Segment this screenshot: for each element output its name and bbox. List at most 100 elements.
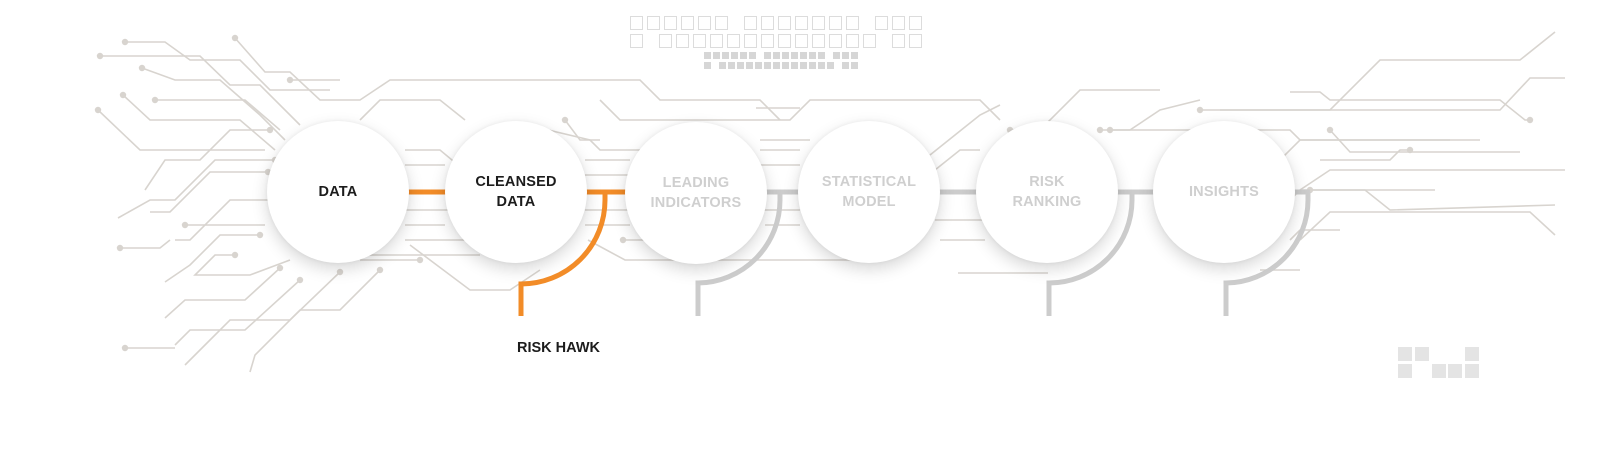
- circuit-trace: [97, 109, 265, 151]
- glyph-box: [875, 16, 888, 30]
- circuit-node-dot: [231, 34, 239, 42]
- circuit-trace: [122, 94, 276, 151]
- circuit-trace: [1260, 139, 1480, 161]
- glyph-box: [778, 16, 791, 30]
- circuit-trace: [175, 199, 275, 241]
- circuit-trace: [1299, 211, 1556, 241]
- pipeline-connector: [1223, 192, 1311, 316]
- glyph-box: [647, 16, 660, 30]
- circuit-trace: [1320, 149, 1410, 161]
- node-label: STATISTICAL MODEL: [821, 174, 917, 210]
- circuit-node-dot: [561, 116, 569, 124]
- glyph-box: [778, 34, 791, 48]
- glyph-box: [829, 16, 842, 30]
- circuit-trace: [144, 129, 270, 191]
- circuit-node-dot: [266, 126, 274, 134]
- circuit-node-dot: [376, 266, 384, 274]
- circuit-trace: [1220, 77, 1565, 111]
- circuit-node-dot: [416, 256, 424, 264]
- circuit-trace: [164, 267, 281, 319]
- glyph-box: [744, 16, 757, 30]
- circuit-trace: [587, 239, 860, 261]
- circuit-trace: [1300, 189, 1556, 211]
- circuit-node-dot: [286, 76, 294, 84]
- circuit-trace: [1110, 129, 1450, 141]
- circuit-trace: [150, 171, 268, 213]
- circuit-trace: [1200, 31, 1556, 111]
- circuit-trace: [1289, 169, 1565, 201]
- circuit-node-dot: [138, 64, 146, 72]
- glyph-box: [744, 34, 757, 48]
- node-statistical-model: STATISTICAL MODEL: [798, 121, 940, 263]
- glyph-box: [812, 16, 825, 30]
- glyph-box: [846, 16, 859, 30]
- circuit-node-dot: [96, 52, 104, 60]
- circuit-node-dot: [256, 231, 264, 239]
- circuit-node-dot: [151, 96, 159, 104]
- node-label: CLEANSED DATA: [475, 174, 557, 210]
- glyph-box: [676, 34, 689, 48]
- circuit-node-dot: [119, 91, 127, 99]
- glyph-box: [892, 34, 905, 48]
- circuit-node-dot: [619, 236, 627, 244]
- pipeline-connector: [695, 192, 783, 316]
- circuit-trace: [184, 271, 341, 366]
- node-leading-indicators: LEADING INDICATORS: [625, 122, 767, 264]
- circuit-node-dot: [116, 244, 124, 252]
- pipeline-connector: [518, 192, 608, 316]
- circuit-trace: [234, 37, 781, 121]
- circuit-node-dot: [296, 276, 304, 284]
- glyph-box: [693, 34, 706, 48]
- glyph-box: [698, 16, 711, 30]
- circuit-node-dot: [1196, 106, 1204, 114]
- glyph-box: [909, 34, 922, 48]
- circuit-trace: [100, 55, 301, 126]
- glyph-box: [846, 34, 859, 48]
- glyph-box: [829, 34, 842, 48]
- circuit-node-dot: [121, 344, 129, 352]
- circuit-trace: [120, 239, 171, 249]
- circuit-node-dot: [276, 264, 284, 272]
- circuit-node-dot: [1326, 126, 1334, 134]
- circuit-node-dot: [231, 251, 239, 259]
- node-data: DATA: [267, 121, 409, 263]
- circuit-node-dot: [336, 268, 344, 276]
- circuit-node-dot: [1406, 146, 1414, 154]
- circuit-node-dot: [1096, 126, 1104, 134]
- glyph-box: [863, 34, 876, 48]
- circuit-trace: [599, 99, 1001, 121]
- glyph-box: [664, 16, 677, 30]
- circuit-trace: [117, 159, 275, 219]
- circuit-trace: [564, 119, 600, 141]
- circuit-node-dot: [1106, 126, 1114, 134]
- placeholder-glyphs: [704, 62, 858, 69]
- node-insights: INSIGHTS: [1153, 121, 1295, 263]
- circuit-trace: [1290, 91, 1530, 121]
- glyph-box: [681, 16, 694, 30]
- glyph-box: [795, 34, 808, 48]
- pipeline-connector: [1046, 192, 1135, 316]
- circuit-node-dot: [121, 38, 129, 46]
- circuit-trace: [193, 254, 291, 276]
- glyph-box: [630, 34, 643, 48]
- circuit-trace: [934, 149, 980, 171]
- circuit-trace: [409, 244, 541, 291]
- node-risk-ranking: RISK RANKING: [976, 121, 1118, 263]
- glyph-box: [795, 16, 808, 30]
- glyph-box: [715, 16, 728, 30]
- branch-label-risk-hawk: RISK HAWK: [517, 340, 600, 356]
- circuit-node-dot: [181, 221, 189, 229]
- glyph-box: [659, 34, 672, 48]
- circuit-trace: [249, 269, 381, 373]
- glyph-box: [761, 34, 774, 48]
- glyph-box: [761, 16, 774, 30]
- node-label: DATA: [318, 184, 358, 200]
- circuit-trace: [539, 127, 640, 151]
- circuit-trace: [929, 104, 1001, 156]
- circuit-trace: [359, 99, 466, 121]
- glyph-box: [710, 34, 723, 48]
- node-label: LEADING INDICATORS: [650, 175, 742, 211]
- circuit-trace: [1100, 99, 1201, 131]
- subtitle-placeholder-glyphs: [630, 34, 922, 48]
- placeholder-glyphs: [704, 52, 858, 59]
